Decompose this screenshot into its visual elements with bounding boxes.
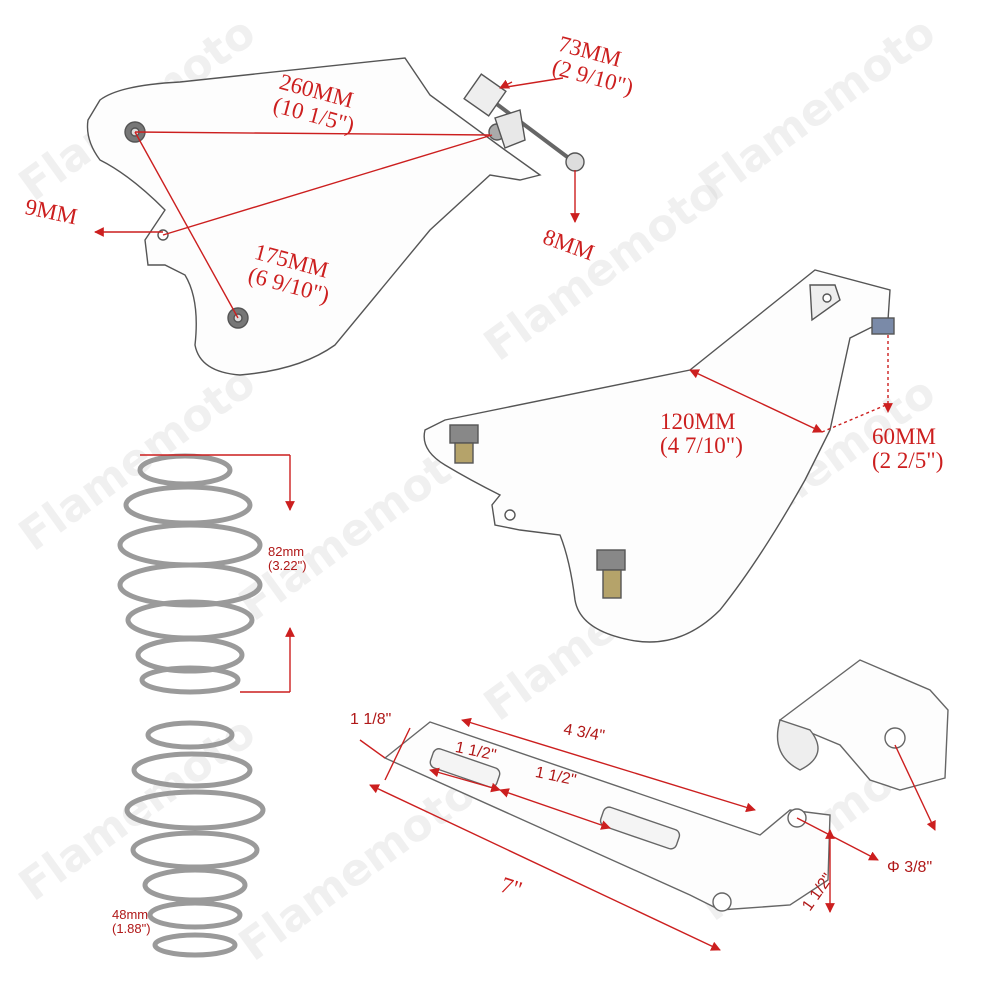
bolt-icon bbox=[449, 424, 479, 464]
bolt-icon bbox=[596, 549, 626, 599]
seat-plate-top-dimensions bbox=[94, 77, 580, 319]
plate-height-label: 60MM (2 2/5") bbox=[872, 424, 944, 474]
bolt-icon bbox=[871, 317, 895, 335]
small-spring-height-label: 48mm (1.88") bbox=[112, 907, 151, 936]
seat-plate-middle-dimensions bbox=[689, 335, 893, 433]
small-spring bbox=[124, 720, 266, 958]
seat-plate-middle bbox=[423, 269, 895, 643]
bracket-dimensions bbox=[359, 717, 936, 951]
plate-width-label: 120MM (4 7/10") bbox=[660, 409, 743, 459]
end-width-label: 1 1/8" bbox=[350, 711, 392, 728]
large-spring-height-label: 82mm (3.22") bbox=[268, 544, 307, 573]
hole-diameter-label: Φ 3/8" bbox=[887, 859, 933, 876]
seat-plate-top bbox=[86, 57, 585, 376]
large-spring-dimension bbox=[140, 454, 295, 693]
mounting-bracket bbox=[383, 659, 949, 912]
large-spring bbox=[117, 453, 263, 695]
